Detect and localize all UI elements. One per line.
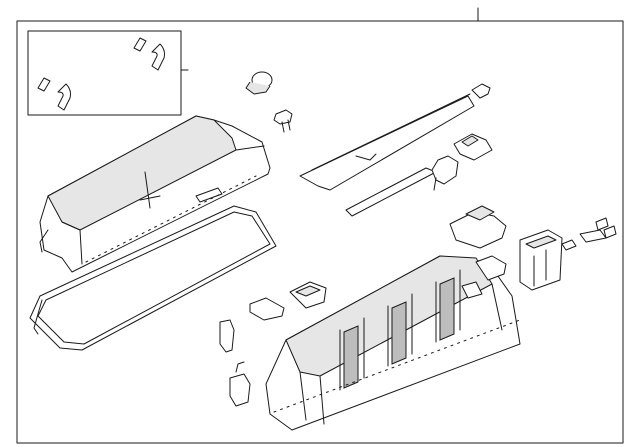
connector-block bbox=[453, 133, 493, 161]
clip-pair bbox=[595, 217, 617, 239]
battery-cover bbox=[39, 115, 271, 273]
tape-strip-right bbox=[133, 37, 165, 71]
tape-strip-left bbox=[37, 77, 71, 111]
cell-module-dividers bbox=[339, 269, 461, 391]
junction-box bbox=[519, 229, 563, 291]
inset-detail-box bbox=[27, 30, 189, 116]
temperature-sensor bbox=[229, 361, 251, 407]
strap-bracket bbox=[219, 319, 235, 353]
top-shield-plate bbox=[299, 83, 491, 191]
relay-fuse bbox=[561, 229, 607, 251]
holder-bracket bbox=[289, 281, 327, 309]
battery-tray-assembly bbox=[265, 255, 521, 431]
diagram-frame bbox=[16, 7, 624, 444]
wire-harness-rail bbox=[345, 155, 459, 217]
sensor-module bbox=[249, 297, 285, 321]
vent-plug bbox=[245, 71, 273, 95]
cover-gasket bbox=[29, 205, 277, 351]
mounting-bolt bbox=[273, 109, 293, 133]
mounting-bracket bbox=[449, 205, 507, 249]
